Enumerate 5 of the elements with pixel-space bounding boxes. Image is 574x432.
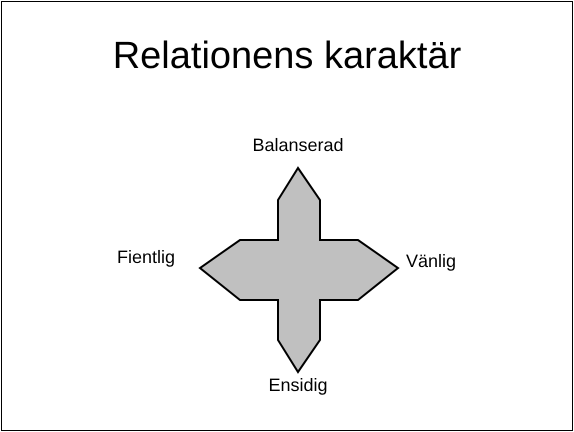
slide-title: Relationens karaktär xyxy=(112,34,462,78)
direction-label: Ensidig xyxy=(268,374,328,396)
direction-label: Fientlig xyxy=(116,246,175,268)
direction-label: Vänlig xyxy=(406,250,456,272)
direction-label: Balanserad xyxy=(252,134,344,156)
